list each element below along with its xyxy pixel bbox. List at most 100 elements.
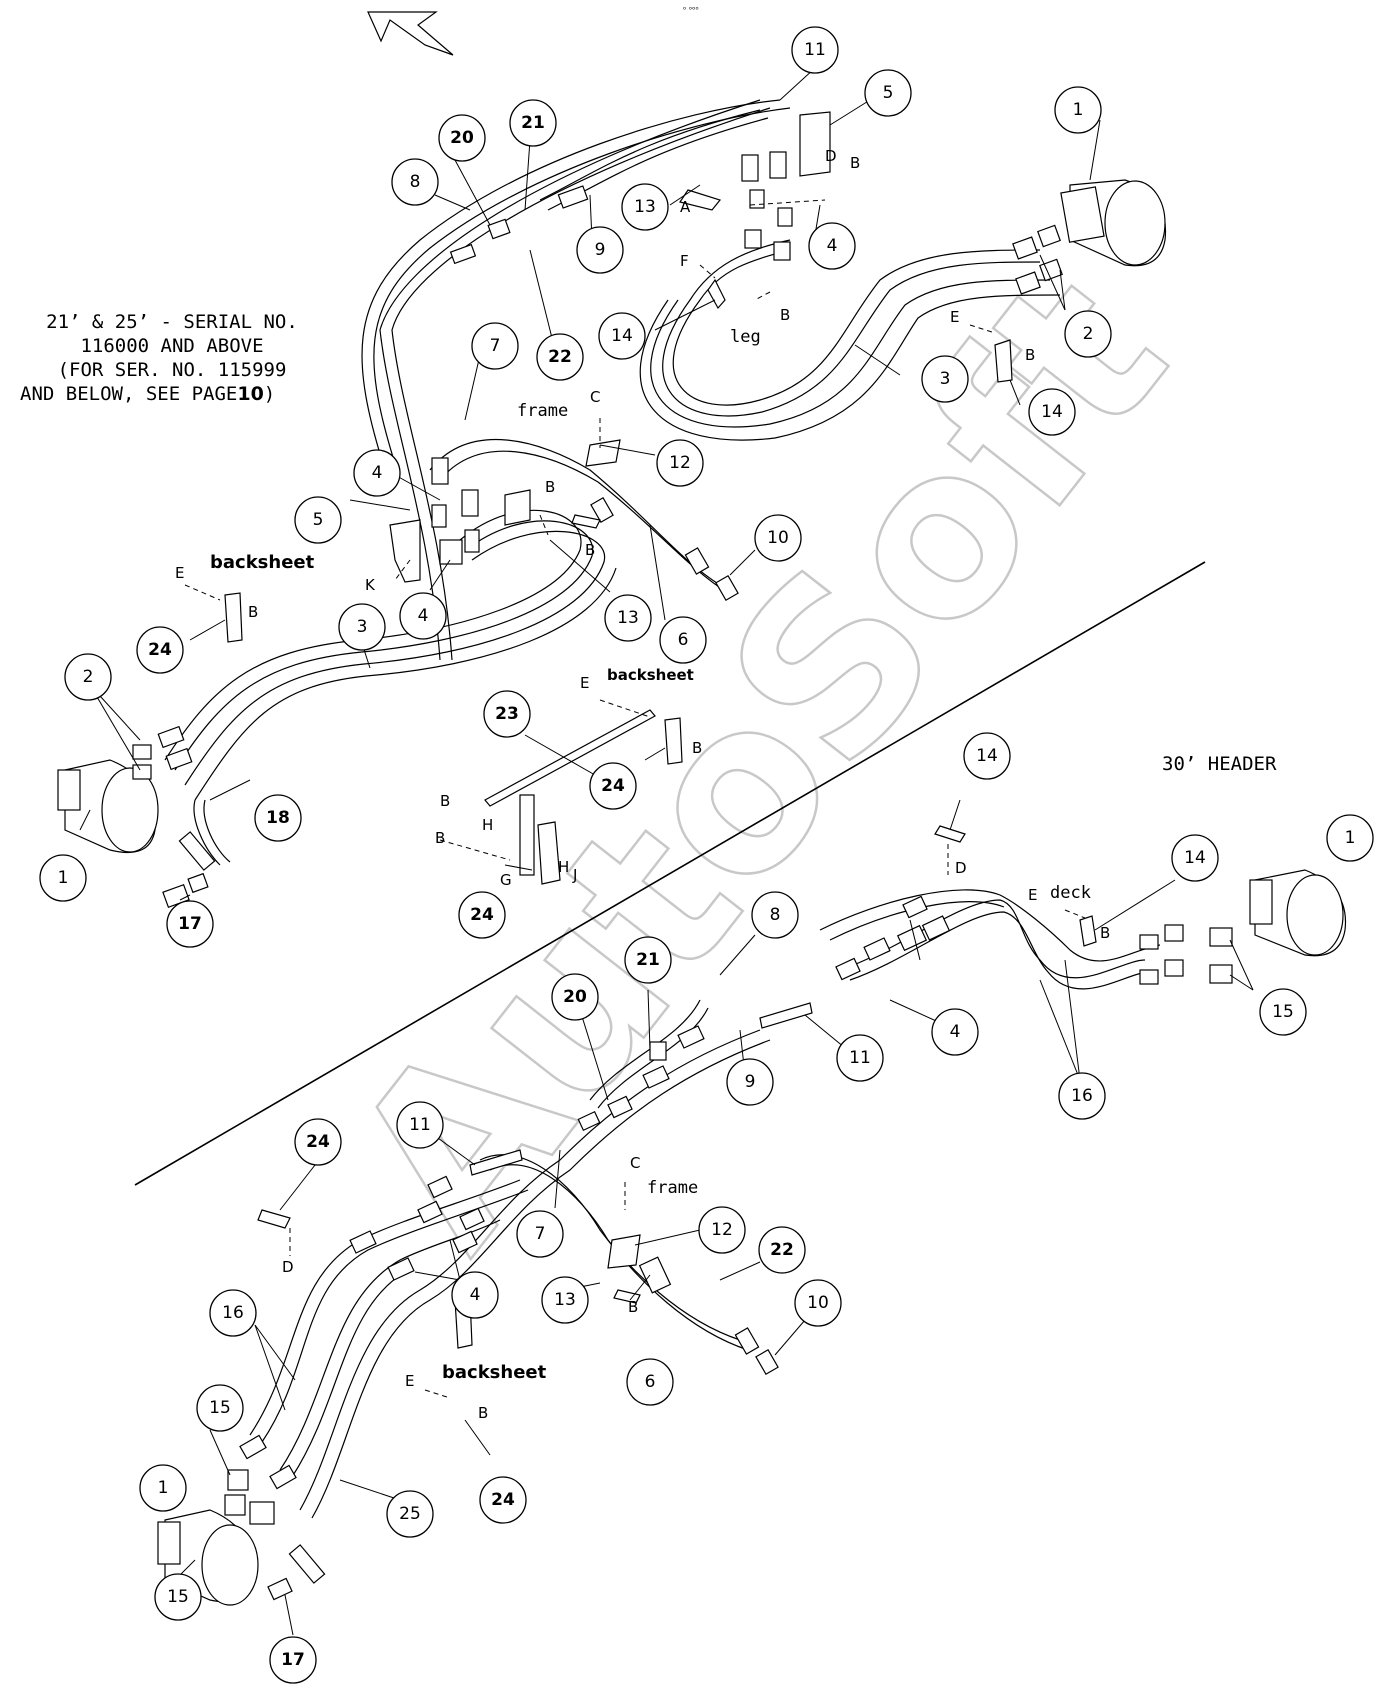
letter-b: B (1025, 346, 1035, 364)
callout-8: 8 (751, 891, 799, 939)
svg-text:22: 22 (548, 347, 572, 367)
callout-24: 24 (589, 762, 637, 810)
svg-text:4: 4 (418, 606, 429, 626)
callout-14: 14 (963, 732, 1011, 780)
svg-text:21: 21 (636, 950, 660, 970)
label-frame: frame (517, 401, 568, 421)
callout-13: 13 (621, 183, 669, 231)
callout-13: 13 (604, 594, 652, 642)
svg-text:20: 20 (563, 987, 587, 1007)
svg-text:11: 11 (409, 1115, 431, 1135)
svg-text:21: 21 (521, 113, 545, 133)
letter-b: B (435, 829, 445, 847)
svg-text:3: 3 (940, 369, 951, 389)
svg-text:ᵒ ᵒᵒᵒ: ᵒ ᵒᵒᵒ (683, 5, 699, 14)
callout-3: 3 (921, 355, 969, 403)
callout-12: 12 (656, 439, 704, 487)
callout-4: 4 (808, 222, 856, 270)
label-frame: frame (647, 1178, 698, 1198)
letter-e: E (405, 1372, 414, 1390)
svg-text:22: 22 (770, 1240, 794, 1260)
fittings-bottom (224, 895, 1233, 1601)
callout-1: 1 (1054, 86, 1102, 134)
callout-4: 4 (353, 449, 401, 497)
letter-g: G (500, 871, 512, 889)
svg-text:15: 15 (209, 1398, 231, 1418)
svg-text:14: 14 (611, 326, 633, 346)
callout-18: 18 (254, 794, 302, 842)
svg-text:24: 24 (491, 1490, 515, 1510)
callout-14: 14 (1028, 388, 1076, 436)
svg-text:8: 8 (770, 905, 781, 925)
svg-text:7: 7 (490, 336, 501, 356)
letter-c: C (590, 388, 600, 406)
callout-14: 14 (598, 312, 646, 360)
svg-text:24: 24 (601, 776, 625, 796)
svg-text:3: 3 (357, 617, 368, 637)
svg-text:7: 7 (535, 1224, 546, 1244)
callout-11: 11 (396, 1101, 444, 1149)
callout-16: 16 (209, 1289, 257, 1337)
callout-5: 5 (294, 496, 342, 544)
callout-9: 9 (576, 226, 624, 274)
svg-text:10: 10 (767, 528, 789, 548)
label-backsheet: backsheet (607, 666, 694, 684)
callout-24: 24 (479, 1476, 527, 1524)
svg-text:12: 12 (711, 1220, 733, 1240)
svg-text:15: 15 (1272, 1002, 1294, 1022)
reference-words: leg frame backsheet backsheet deck frame… (210, 327, 1091, 1383)
svg-text:24: 24 (306, 1132, 330, 1152)
callout-6: 6 (659, 616, 707, 664)
callout-11: 11 (836, 1034, 884, 1082)
svg-text:11: 11 (804, 40, 826, 60)
callout-10: 10 (794, 1279, 842, 1327)
letter-b: B (248, 603, 258, 621)
letter-j: J (572, 866, 577, 884)
letter-b: B (440, 792, 450, 810)
svg-text:5: 5 (883, 83, 894, 103)
callout-4: 4 (931, 1008, 979, 1056)
reference-dashes (184, 199, 1086, 1399)
label-leg: leg (730, 327, 761, 347)
callout-22: 22 (536, 333, 584, 381)
svg-text:16: 16 (222, 1303, 244, 1323)
letter-f: F (680, 252, 689, 270)
callout-16: 16 (1058, 1072, 1106, 1120)
callout-15: 15 (154, 1573, 202, 1621)
callout-14: 14 (1171, 834, 1219, 882)
svg-text:4: 4 (470, 1285, 481, 1305)
callout-bubbles: 1111115511112020212188131313994444422141… (39, 26, 1374, 1684)
svg-text:14: 14 (976, 746, 998, 766)
callout-22: 22 (758, 1226, 806, 1274)
svg-text:4: 4 (827, 236, 838, 256)
cylinder-bottom-right (1249, 869, 1347, 957)
svg-text:1: 1 (1073, 100, 1084, 120)
letter-a: A (680, 198, 691, 216)
cylinder-top-left (57, 759, 159, 854)
svg-text:20: 20 (450, 128, 474, 148)
letter-b: B (545, 478, 555, 496)
svg-text:10: 10 (807, 1293, 829, 1313)
callout-17: 17 (166, 900, 214, 948)
callout-20: 20 (438, 114, 486, 162)
svg-text:23: 23 (495, 704, 519, 724)
callout-20: 20 (551, 973, 599, 1021)
svg-text:1: 1 (158, 1478, 169, 1498)
callout-13: 13 (541, 1276, 589, 1324)
letter-d: D (825, 147, 837, 165)
label-deck: deck (1050, 883, 1091, 903)
letter-b: B (478, 1404, 488, 1422)
callout-24: 24 (294, 1118, 342, 1166)
letter-e: E (1028, 886, 1037, 904)
direction-arrow-icon (367, 11, 454, 56)
reference-letters: A D B F B E B C B B K E B E B B H B G H … (175, 147, 1110, 1422)
svg-text:13: 13 (554, 1290, 576, 1310)
letter-b: B (692, 739, 702, 757)
letter-d: D (955, 859, 967, 877)
letter-e: E (580, 674, 589, 692)
callout-25: 25 (386, 1490, 434, 1538)
letter-h: H (482, 816, 493, 834)
svg-text:4: 4 (950, 1022, 961, 1042)
svg-text:AND BELOW, SEE PAGE10): AND BELOW, SEE PAGE10) (20, 383, 275, 405)
